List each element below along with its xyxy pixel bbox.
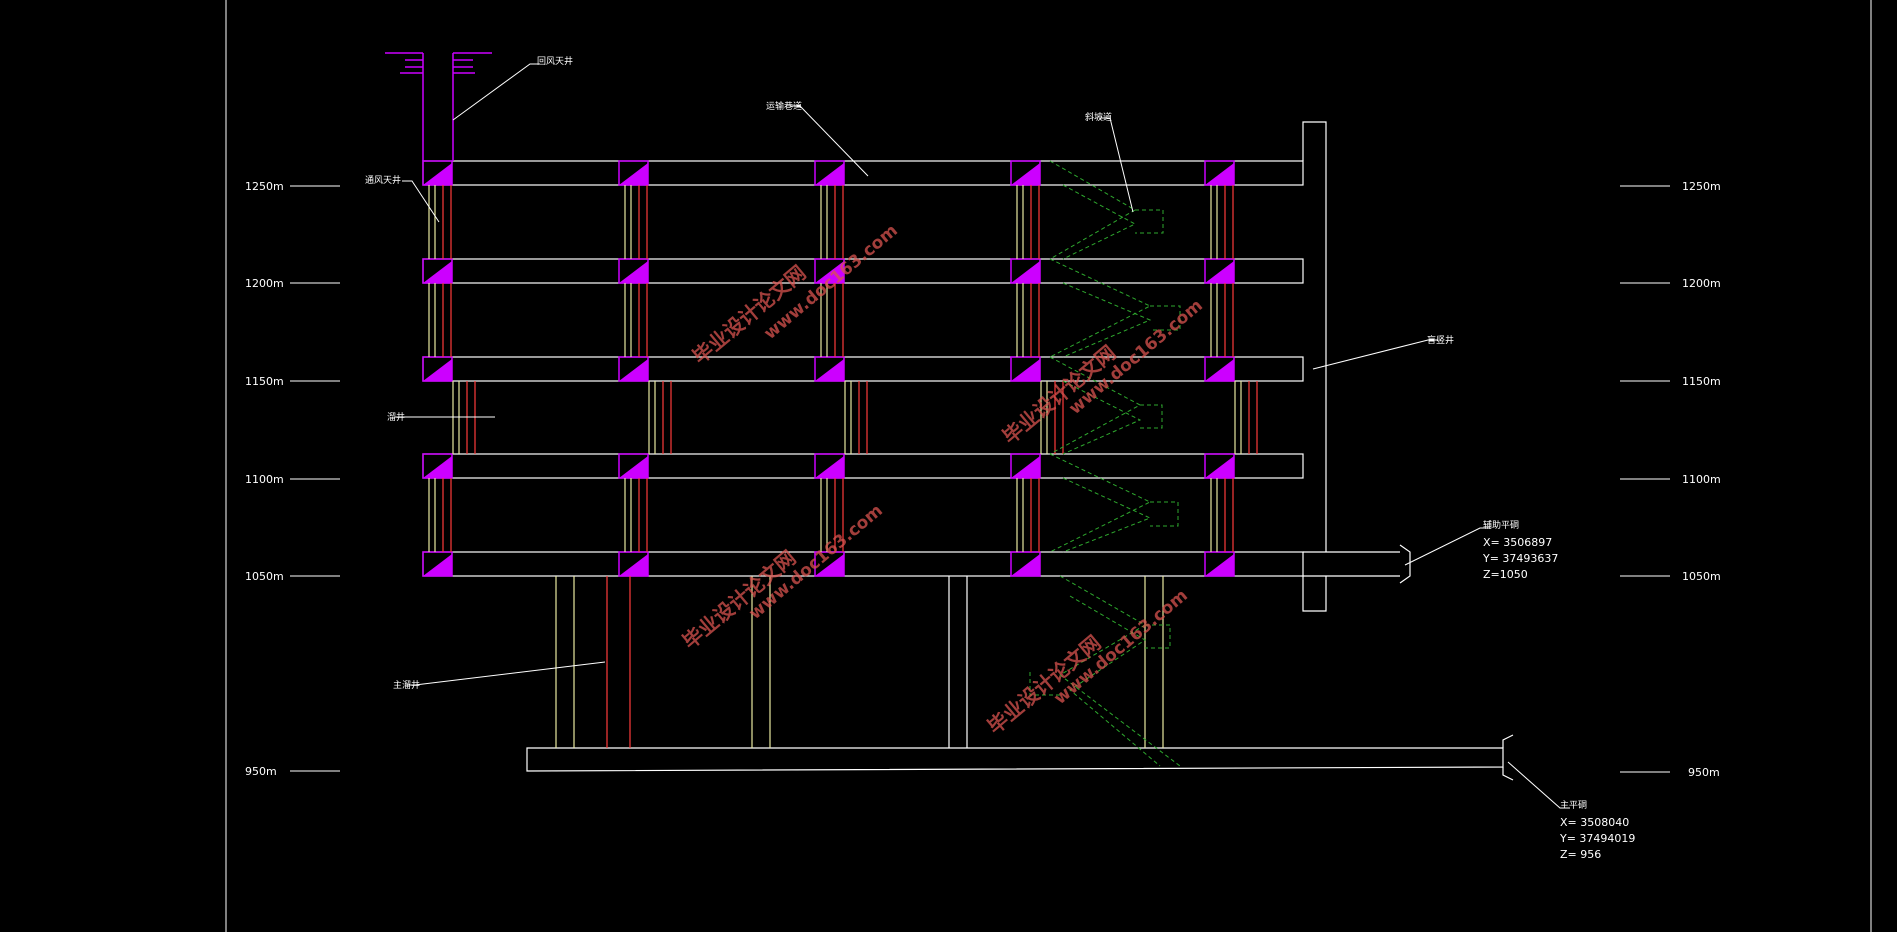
raise-marker-triangle [423,554,452,576]
raise-marker-triangle [815,456,844,478]
raise-marker-triangle [1205,163,1234,185]
adit-950 [1502,734,1514,781]
level-label-1200-left: 1200m [245,277,284,290]
watermarks: 毕业设计论文网 www.doc163.com 毕业设计论文网 www.doc16… [678,221,1207,739]
label-transport-roadway: 运输巷道 [766,100,802,112]
raise-marker-triangle [815,261,844,283]
level-label-1150-right: 1150m [1682,375,1721,388]
raise-marker-triangle [1205,261,1234,283]
lower-shafts [555,576,1164,748]
leader-lines [395,63,1570,809]
level-label-1100-right: 1100m [1682,473,1721,486]
raise-marker-triangle [423,163,452,185]
blind-shaft [1302,121,1327,612]
adit-upper-z: Z=1050 [1483,568,1528,581]
drift-950-main-level [526,747,1504,772]
raise-marker-triangle [1205,554,1234,576]
raise-marker-triangle [1205,456,1234,478]
raise-marker-triangle [1011,163,1040,185]
raise-marker-triangle [1011,456,1040,478]
level-markers-right: 1250m 1200m 1150m 1100m 1050m 950m [1620,180,1721,779]
label-inclined-ramp: 斜坡道 [1085,111,1112,123]
adit-upper-x: X= 3506897 [1483,536,1552,549]
adit-main-title: 主平硐 [1560,799,1587,811]
level-label-1100-left: 1100m [245,473,284,486]
raise-marker-triangle [1011,554,1040,576]
level-markers-left: 1250m 1200m 1150m 1100m 1050m 950m [245,180,340,778]
adit-upper-title: 辅助平硐 [1483,519,1519,531]
label-return-air-shaft: 回风天井 [537,55,573,67]
raise-marker-triangle [815,163,844,185]
level-label-1200-right: 1200m [1682,277,1721,290]
raise-marker-triangle [1011,261,1040,283]
drift-1250 [422,160,1304,186]
raise-marker-triangle [1205,359,1234,381]
level-label-1050-right: 1050m [1682,570,1721,583]
raise-marker-triangle [815,554,844,576]
label-blind-shaft: 盲竖井 [1427,334,1454,346]
level-label-950-right: 950m [1688,766,1720,779]
adit-main-info: 主平硐 X= 3508040 Y= 37494019 Z= 956 [1559,799,1635,861]
raises [428,185,1258,552]
raise-marker-triangle [619,163,648,185]
raise-marker-triangle [619,456,648,478]
level-label-1150-left: 1150m [245,375,284,388]
raise-marker-triangle [619,554,648,576]
drift-1100 [422,453,1304,479]
adit-upper-y: Y= 37493637 [1482,552,1558,565]
level-label-1050-left: 1050m [245,570,284,583]
raise-marker-triangle [423,456,452,478]
raise-marker-triangle [815,359,844,381]
raise-markers [422,160,1235,577]
raise-marker-triangle [423,359,452,381]
label-main-ore-pass: 主溜井 [393,679,420,691]
raise-marker-triangle [619,359,648,381]
level-label-1250-left: 1250m [245,180,284,193]
adit-upper-info: 辅助平硐 X= 3506897 Y= 37493637 Z=1050 [1482,519,1558,581]
return-air-shaft [385,52,492,161]
raise-marker-triangle [619,261,648,283]
adit-main-z: Z= 956 [1560,848,1601,861]
adit-main-x: X= 3508040 [1560,816,1629,829]
adit-1050 [1303,544,1411,584]
level-label-1250-right: 1250m [1682,180,1721,193]
level-label-950-left: 950m [245,765,277,778]
raise-marker-triangle [423,261,452,283]
label-ore-pass: 溜井 [387,411,405,423]
raise-marker-triangle [1011,359,1040,381]
label-ventilation-raise: 通风天井 [365,174,401,186]
inclined-ramp [1029,160,1181,767]
level-drifts [422,160,1514,781]
drift-1150 [422,356,1304,382]
adit-main-y: Y= 37494019 [1559,832,1635,845]
drift-1050 [422,551,1304,577]
